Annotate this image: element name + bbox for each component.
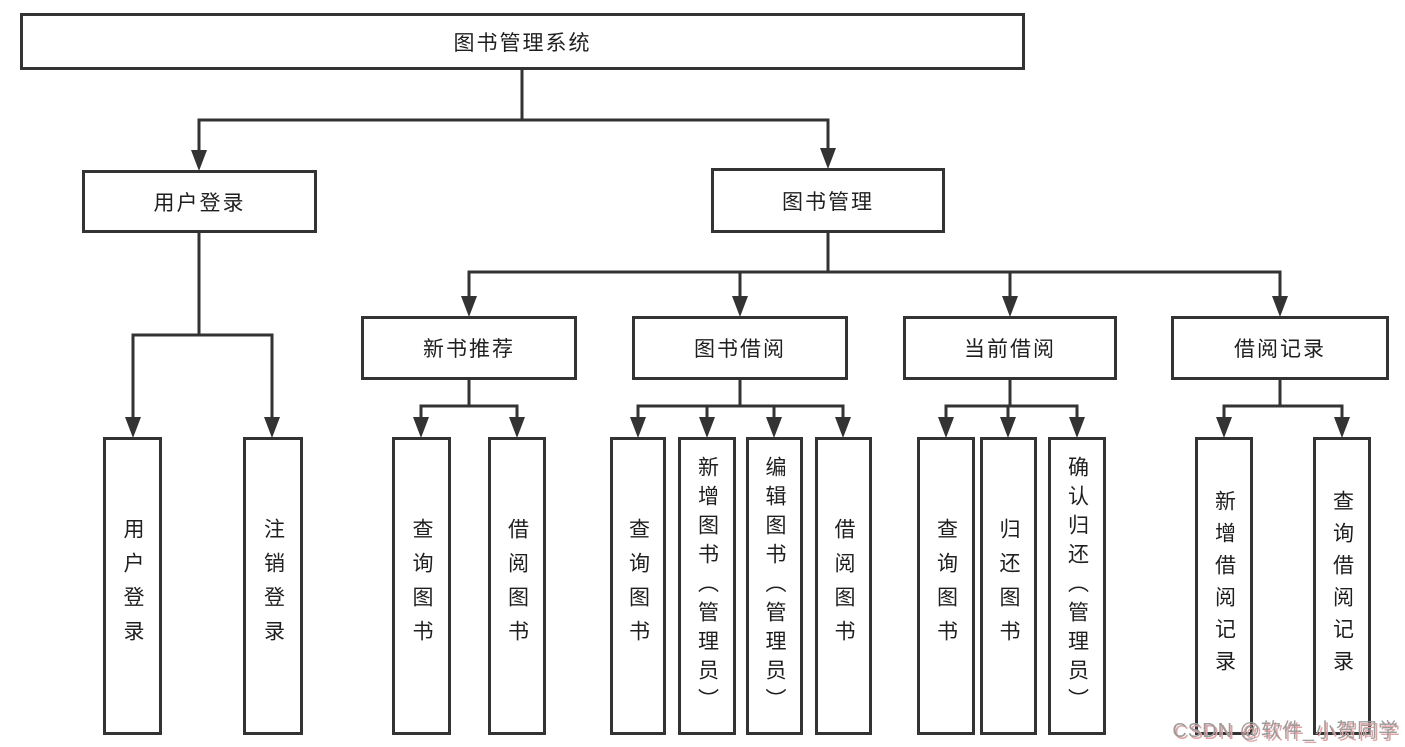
leaf-nbr-borrow-books: 借阅图书 bbox=[488, 437, 546, 735]
leaf-cb-return-books: 归还图书 bbox=[980, 437, 1037, 735]
node-book-borrow: 图书借阅 bbox=[632, 316, 848, 380]
node-label: 查询图书 bbox=[626, 518, 650, 654]
node-label: 新书推荐 bbox=[423, 338, 515, 361]
node-label: 新增借阅记录 bbox=[1212, 490, 1236, 682]
node-label: 图书管理系统 bbox=[453, 31, 592, 55]
leaf-bb-borrow-books: 借阅图书 bbox=[815, 437, 872, 735]
node-label: 图书借阅 bbox=[694, 338, 786, 361]
leaf-br-query-record: 查询借阅记录 bbox=[1313, 437, 1371, 735]
node-label: 注销登录 bbox=[261, 518, 285, 654]
node-label: 借阅记录 bbox=[1234, 338, 1326, 361]
node-label: 借阅图书 bbox=[505, 518, 529, 654]
node-label: 用户登录 bbox=[153, 191, 246, 215]
leaf-cb-query-books: 查询图书 bbox=[917, 437, 975, 735]
node-label: 查询图书 bbox=[934, 518, 958, 654]
leaf-br-add-record: 新增借阅记录 bbox=[1195, 437, 1253, 735]
watermark: CSDN @软件_小贺同学 bbox=[1172, 720, 1399, 742]
node-label: 图书管理 bbox=[782, 190, 874, 214]
node-label: 归还图书 bbox=[997, 518, 1020, 654]
node-borrow-records: 借阅记录 bbox=[1171, 316, 1389, 380]
node-label: 确认归还（管理员） bbox=[1065, 455, 1089, 717]
node-label: 借阅图书 bbox=[832, 518, 855, 654]
leaf-user-login: 用户登录 bbox=[103, 437, 162, 735]
node-user-login: 用户登录 bbox=[82, 170, 317, 233]
node-label: 查询图书 bbox=[410, 518, 433, 654]
leaf-bb-query-books: 查询图书 bbox=[610, 437, 666, 735]
node-root: 图书管理系统 bbox=[20, 13, 1025, 70]
leaf-logout: 注销登录 bbox=[243, 437, 303, 735]
node-new-book-recommend: 新书推荐 bbox=[361, 316, 577, 380]
node-label: 新增图书（管理员） bbox=[695, 455, 719, 717]
node-label: 编辑图书（管理员） bbox=[763, 455, 786, 717]
node-label: 当前借阅 bbox=[964, 338, 1056, 361]
leaf-nbr-query-books: 查询图书 bbox=[392, 437, 451, 735]
node-label: 查询借阅记录 bbox=[1330, 490, 1354, 682]
node-current-borrow: 当前借阅 bbox=[903, 316, 1117, 380]
leaf-bb-edit-books-admin: 编辑图书（管理员） bbox=[746, 437, 803, 735]
node-label: 用户登录 bbox=[121, 518, 144, 654]
leaf-cb-confirm-return-admin: 确认归还（管理员） bbox=[1048, 437, 1106, 735]
node-book-management: 图书管理 bbox=[711, 168, 945, 233]
leaf-bb-add-books-admin: 新增图书（管理员） bbox=[678, 437, 736, 735]
